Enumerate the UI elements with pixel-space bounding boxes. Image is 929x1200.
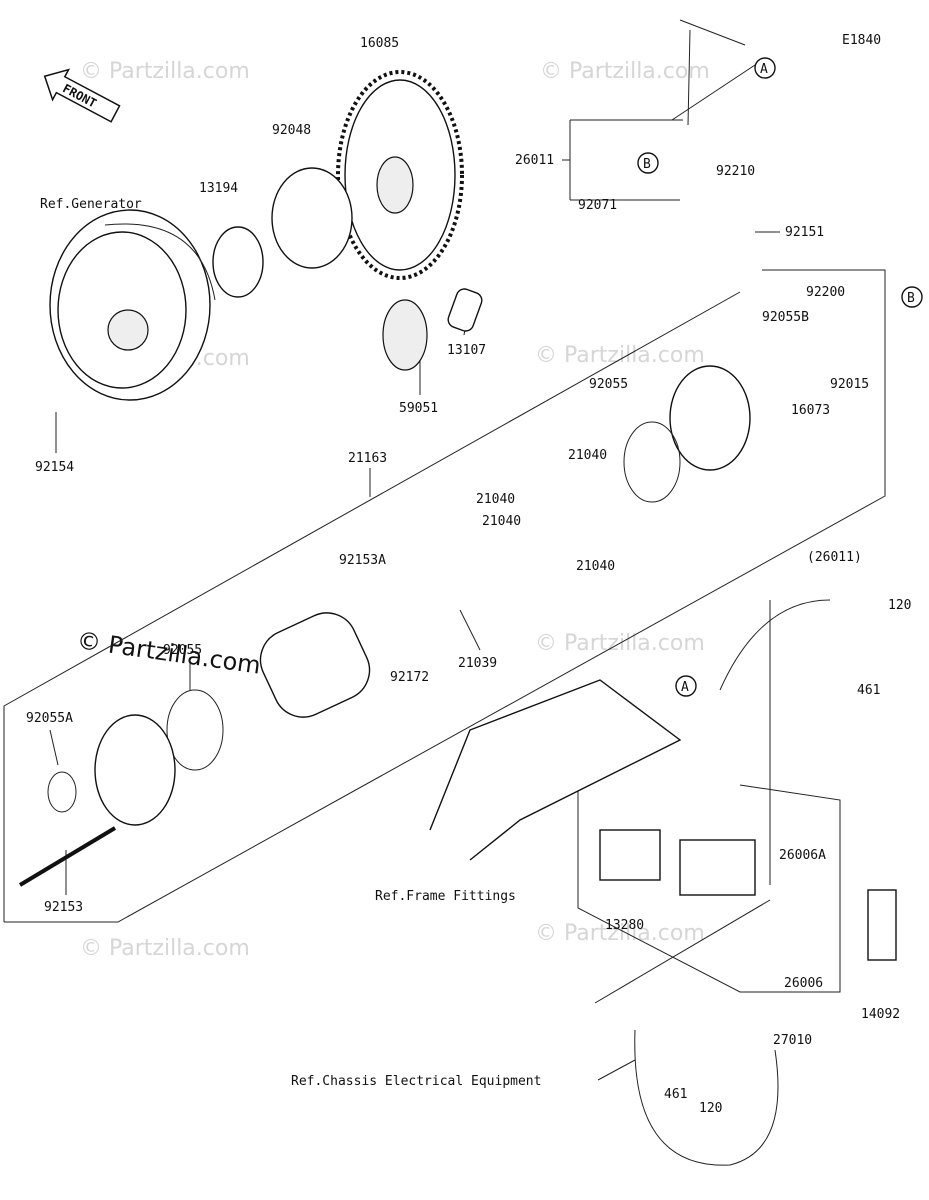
starter-end-cover [669, 365, 751, 471]
label-92151: 92151 [785, 225, 824, 240]
label-21040: 21040 [482, 514, 521, 529]
part-labels: E1840 16085 92048 13194 Ref.Generator 26… [26, 33, 911, 1116]
gear-59051 [382, 299, 428, 371]
watermark: © Partzilla.com [535, 343, 705, 368]
svg-text:A: A [681, 680, 689, 695]
label-92055-upper: 92055 [589, 377, 628, 392]
cable-26011 [719, 599, 831, 691]
label-92153: 92153 [44, 900, 83, 915]
label-13107: 13107 [447, 343, 486, 358]
svg-text:B: B [907, 291, 915, 306]
bolt-92153 [18, 826, 117, 887]
cable-a [679, 19, 746, 126]
label-27010: 27010 [773, 1033, 812, 1048]
frame-bracket [429, 679, 682, 861]
watermark: © Partzilla.com [80, 59, 250, 84]
label-13194: 13194 [199, 181, 238, 196]
o-ring-92055 [623, 421, 681, 503]
label-120-upper: 120 [888, 598, 911, 613]
label-ref-frame-fittings: Ref.Frame Fittings [375, 889, 516, 904]
label-26006: 26006 [784, 976, 823, 991]
label-92055a: 92055A [26, 711, 73, 726]
starter-front-cover [94, 714, 176, 826]
callout-b-left: B [637, 152, 659, 174]
label-21039: 21039 [458, 656, 497, 671]
gear-16085 [336, 70, 464, 280]
o-ring-92055a [47, 771, 77, 813]
label-21163: 21163 [348, 451, 387, 466]
diagram-code: E1840 [842, 33, 881, 48]
callout-a-lower: A [675, 675, 697, 697]
label-26011-ref: (26011) [807, 550, 862, 565]
watermark: © Partzilla.com [80, 936, 250, 961]
label-92153a: 92153A [339, 553, 386, 568]
label-92210: 92210 [716, 164, 755, 179]
label-16085: 16085 [360, 36, 399, 51]
label-14092: 14092 [861, 1007, 900, 1022]
label-16073: 16073 [791, 403, 830, 418]
relay-13280 [599, 829, 661, 881]
leader-lines [3, 64, 886, 1081]
o-ring-92055-lower [166, 689, 224, 771]
label-21040: 21040 [568, 448, 607, 463]
clutch-13194 [212, 226, 264, 298]
watermark: © Partzilla.com [540, 59, 710, 84]
callout-b-right: B [901, 286, 923, 308]
bracket-14092 [867, 889, 897, 961]
label-461-lower: 461 [664, 1087, 687, 1102]
label-13280: 13280 [605, 918, 644, 933]
label-92048: 92048 [272, 123, 311, 138]
label-21040: 21040 [576, 559, 615, 574]
callout-a-top: A [754, 57, 776, 79]
watermark: © Partzilla.com [535, 921, 705, 946]
label-26011: 26011 [515, 153, 554, 168]
label-92200: 92200 [806, 285, 845, 300]
label-ref-generator: Ref.Generator [40, 197, 142, 212]
starter-relay-27010 [679, 839, 756, 896]
label-92015: 92015 [830, 377, 869, 392]
label-26006a: 26006A [779, 848, 826, 863]
label-59051: 59051 [399, 401, 438, 416]
svg-text:A: A [760, 62, 768, 77]
starter-motor-body [259, 612, 371, 718]
svg-text:B: B [643, 157, 651, 172]
generator-rotor [49, 209, 216, 401]
label-92071: 92071 [578, 198, 617, 213]
label-92172: 92172 [390, 670, 429, 685]
label-92055-lower: 92055 [163, 643, 202, 658]
cable-chassis [634, 1029, 779, 1166]
gear-92048 [271, 167, 353, 269]
label-92154: 92154 [35, 460, 74, 475]
label-21040: 21040 [476, 492, 515, 507]
shaft-13107 [447, 288, 483, 332]
label-461-upper: 461 [857, 683, 880, 698]
label-ref-chassis: Ref.Chassis Electrical Equipment [291, 1074, 541, 1089]
label-120-lower: 120 [699, 1101, 722, 1116]
label-92055b: 92055B [762, 310, 809, 325]
